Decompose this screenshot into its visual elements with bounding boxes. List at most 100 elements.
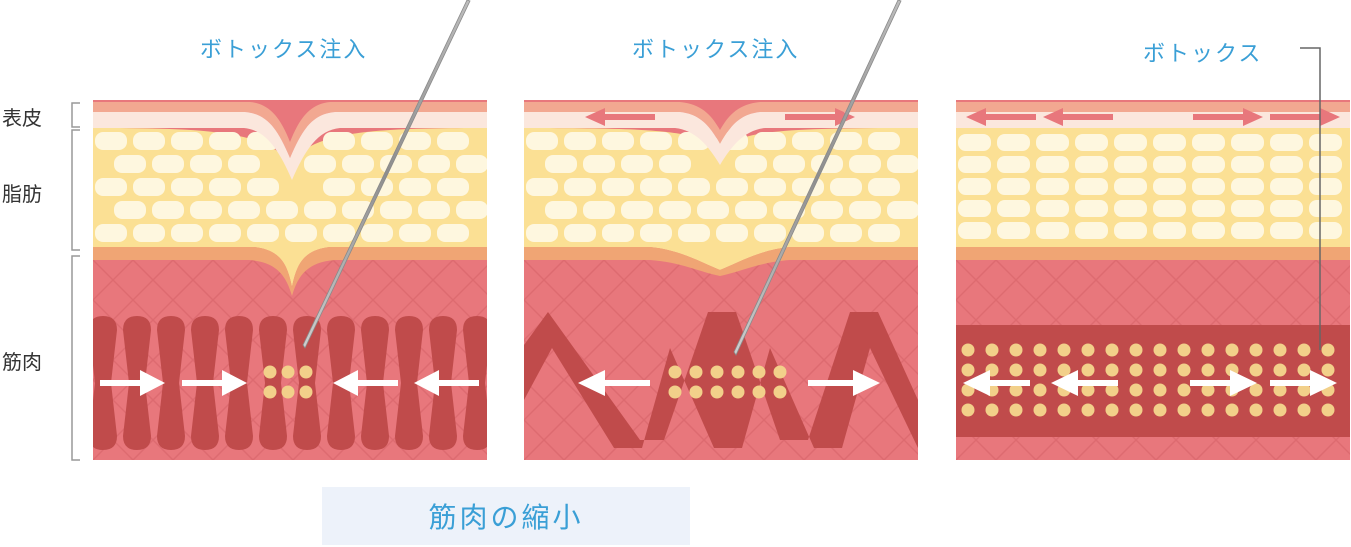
fat-cell <box>659 155 691 173</box>
botox-dot <box>299 365 313 379</box>
botox-dot <box>1297 363 1311 377</box>
fat-cell <box>323 224 355 242</box>
arrow-right-icon <box>1193 108 1263 126</box>
fat-cell <box>171 224 203 242</box>
fat-cell <box>1036 222 1069 239</box>
fat-cell <box>1192 200 1225 217</box>
arrow-left-icon <box>966 108 1036 126</box>
fat-cell <box>659 201 691 219</box>
botox-dot <box>1321 363 1335 377</box>
fat-cell <box>380 155 412 173</box>
fat-cell <box>564 224 596 242</box>
fat-cell <box>456 201 487 219</box>
botox-dot <box>1273 383 1287 397</box>
panel-2-skin <box>524 100 918 460</box>
botox-dot <box>1057 403 1071 417</box>
fat-cell <box>997 222 1030 239</box>
botox-dot <box>1033 363 1047 377</box>
botox-dot <box>731 385 745 399</box>
fat-cell <box>361 132 393 150</box>
fat-cell <box>811 155 843 173</box>
muscle-fiber <box>395 316 423 450</box>
panel-2-muscle-zigzag <box>524 312 918 448</box>
muscle-texture-line <box>563 259 765 460</box>
fat-cell <box>640 132 672 150</box>
botox-dot <box>1081 383 1095 397</box>
fat-cell <box>958 200 991 217</box>
caption-text: 筋肉の縮小 <box>428 501 584 534</box>
fat-cell <box>399 178 431 196</box>
arrow-left-icon <box>963 370 1030 396</box>
botox-dot <box>1081 343 1095 357</box>
botox-dot <box>1033 343 1047 357</box>
botox-dot <box>1273 343 1287 357</box>
botox-dot <box>961 363 975 377</box>
botox-dot <box>1081 363 1095 377</box>
panel-3-arrows <box>963 370 1337 396</box>
panel-2-arrows <box>578 370 880 396</box>
arrow-left-icon <box>1043 108 1113 126</box>
botox-dot <box>1153 383 1167 397</box>
muscle-texture-line <box>452 259 487 296</box>
fat-cell <box>792 224 824 242</box>
botox-dot <box>1129 383 1143 397</box>
fat-cell <box>621 201 653 219</box>
fat-cell <box>830 224 862 242</box>
fat-cell <box>114 155 146 173</box>
fat-cell <box>1270 178 1303 195</box>
fat-cell <box>247 178 279 196</box>
muscle-fiber <box>157 316 185 450</box>
botox-dot <box>1009 403 1023 417</box>
botox-dot <box>1153 403 1167 417</box>
fat-cell <box>997 200 1030 217</box>
muscle-texture-line <box>843 259 918 336</box>
fat-cell <box>190 201 222 219</box>
botox-dot <box>1129 363 1143 377</box>
fat-cell <box>285 224 317 242</box>
fat-cell <box>1036 134 1069 151</box>
botox-dot <box>1249 343 1263 357</box>
botox-dot <box>1273 363 1287 377</box>
fat-cell <box>1192 178 1225 195</box>
fat-cell <box>868 132 900 150</box>
botox-dot <box>689 385 703 399</box>
fat-cell <box>545 201 577 219</box>
fat-cell <box>602 224 634 242</box>
muscle-texture-line <box>93 259 134 302</box>
fat-cell <box>697 201 729 219</box>
fat-cell <box>773 201 805 219</box>
fat-cell <box>868 224 900 242</box>
panel-1-botox-dots <box>263 365 313 399</box>
fat-cell <box>830 178 862 196</box>
fat-cell <box>526 132 558 150</box>
botox-dot <box>710 365 724 379</box>
fat-cell <box>887 155 918 173</box>
fat-cell <box>583 201 615 219</box>
fat-cell <box>754 178 786 196</box>
botox-dot <box>1009 343 1023 357</box>
muscle-texture-line <box>1315 259 1350 296</box>
fat-cell <box>209 132 241 150</box>
fat-cell <box>1231 222 1264 239</box>
panel-3-botox-dots <box>961 343 1335 417</box>
fat-cell <box>621 155 653 173</box>
fat-cell <box>171 178 203 196</box>
botox-dot <box>281 365 295 379</box>
fat-cell <box>323 178 355 196</box>
fat-cell <box>361 224 393 242</box>
botox-dot <box>1129 403 1143 417</box>
panel-3-skin <box>956 100 1350 460</box>
muscle-texture-line <box>292 264 487 460</box>
botox-dot <box>985 343 999 357</box>
botox-dot <box>1177 363 1191 377</box>
botox-dot <box>1249 363 1263 377</box>
fat-cell <box>1036 178 1069 195</box>
fat-cell <box>1075 178 1108 195</box>
fat-cell <box>1309 222 1342 239</box>
fat-cell <box>564 178 596 196</box>
layer-bracket-fat <box>71 129 80 251</box>
panel-1-arrows <box>100 370 479 396</box>
arrow-right-icon <box>808 370 880 396</box>
botox-dot <box>1249 383 1263 397</box>
